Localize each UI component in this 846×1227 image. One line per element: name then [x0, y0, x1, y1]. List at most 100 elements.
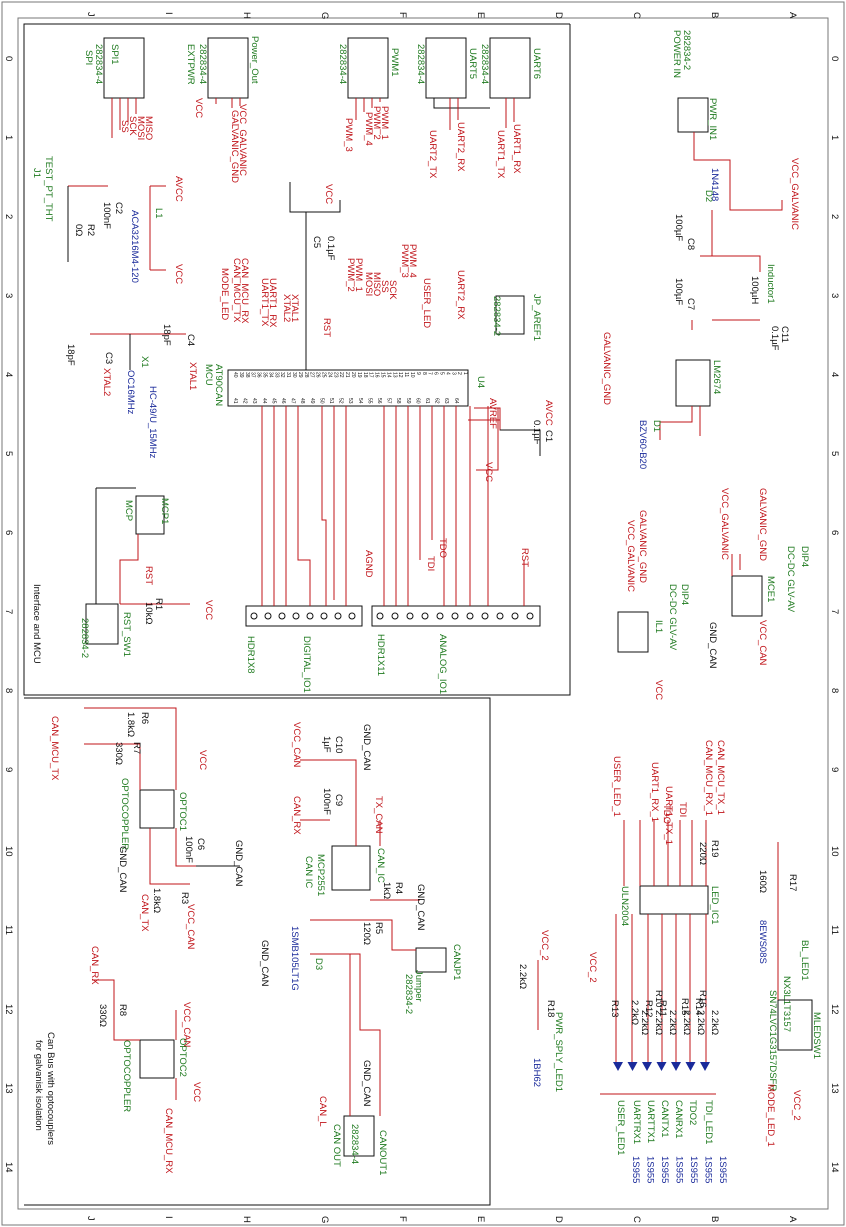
optocoupler-1 [139, 789, 175, 829]
net-label-rsw: RST_SW1 [121, 612, 132, 657]
grid-row-label: 13 [829, 1083, 840, 1094]
mcu-pin-number: 42 [242, 398, 248, 404]
net-label-pin: 282834-2 [681, 30, 692, 70]
net-label-xt1: XTAL1 [187, 362, 198, 390]
net-label-r19v: 220Ω [697, 842, 708, 865]
net-label-dip4: DIP4 [799, 546, 810, 567]
net-label-pwmp: 282834-4 [337, 44, 348, 84]
net-label-canjp: CANJP1 [451, 944, 462, 980]
analog-header [371, 605, 541, 627]
section-caption-mcu: Interface and MCU [31, 584, 42, 664]
grid-col-label: B [709, 1216, 720, 1222]
grid-row-label: 14 [829, 1162, 840, 1173]
net-label-canjpp: 282834-2 [403, 974, 414, 1014]
net-label-d1v: BZV60-B20 [637, 420, 648, 469]
net-label-c10v: 1µF [321, 736, 332, 753]
net-label-ggnd3: GALVANIC_GND [637, 510, 648, 583]
mcu-pin-number: 30 [291, 372, 297, 378]
net-label-vcc8: VCC [191, 1082, 202, 1102]
net-label-r3: R3 [179, 892, 190, 904]
mcu-pin-number: 6 [433, 372, 439, 375]
mcu-pin-number: 2 [456, 372, 462, 375]
net-label-spi1: SPI1 [109, 44, 120, 65]
net-label-vc2b: VCC_2 [587, 952, 598, 983]
grid-row-label: 7 [3, 609, 14, 614]
mcu-pin-number: 46 [280, 398, 286, 404]
net-label-canic: CAN IC [303, 856, 314, 888]
pwm-connector [347, 37, 389, 99]
mcu-pin-number: 21 [344, 372, 350, 378]
net-label-p2: PWM_2 [371, 106, 382, 140]
net-labels: SPI1282834-4SPIMISOMOSISCKSSPower_Out282… [31, 30, 822, 1183]
net-label-pin2: POWER IN [671, 30, 682, 78]
net-label-psv: 1BH62 [531, 1058, 542, 1087]
net-label-jump: Jumper [413, 970, 424, 1002]
mcu-pin-number: 29 [297, 372, 303, 378]
grid-row-label: 7 [829, 609, 840, 614]
grid-row-label: 5 [3, 451, 14, 456]
net-label-r14: R14 [693, 998, 704, 1015]
net-label-c6: C6 [195, 838, 206, 850]
header-pin [306, 612, 314, 620]
net-label-c11: C11 [779, 326, 790, 343]
net-label-c3: C3 [103, 352, 114, 364]
net-label-vc2c: VCC_2 [791, 1090, 802, 1121]
net-label-r2: R2 [85, 224, 96, 236]
mcu-pin-number: 5 [439, 372, 445, 375]
net-label-dip4b: DIP4 [679, 584, 690, 605]
led-part-value: 1S955 [688, 1156, 699, 1183]
led-diode [627, 1062, 638, 1071]
net-label-avcc: AVCC [173, 176, 184, 202]
net-label-opt1: OPTOC1 [177, 792, 188, 831]
net-label-c7: C7 [685, 298, 696, 310]
net-label-vcc6: VCC [653, 680, 664, 700]
net-label-r6v: 1.8kΩ [125, 712, 136, 737]
grid-row-label: 1 [829, 135, 840, 140]
net-label-l1v: ACA3216M4-120 [129, 210, 140, 283]
mcu-pin-number: 9 [415, 372, 421, 375]
led-diode [700, 1062, 710, 1071]
grid-row-label: 14 [3, 1162, 14, 1173]
net-label-led5: CANRX1 [673, 1100, 684, 1139]
net-label-r8v: 330Ω [97, 1004, 108, 1027]
header-pin [264, 612, 272, 620]
grid-row-label: 0 [829, 56, 840, 61]
net-label-u5p: 282834-4 [415, 44, 426, 84]
net-label-gcan4: GND_CAN [361, 724, 372, 771]
net-label-tp: TEST_PT_THT [43, 156, 54, 222]
net-label-cmrx1: CAN_MCU_RX_1 [703, 740, 714, 816]
net-label-ggnd2: GALVANIC_GND [757, 488, 768, 561]
header-pin [334, 612, 342, 620]
header-pin [320, 612, 328, 620]
net-label-ggnd: GALVANIC_GND [601, 332, 612, 405]
net-label-led4: CANTX1 [659, 1100, 670, 1137]
mcu-pin-number: 40 [232, 372, 238, 378]
header-pin [451, 612, 459, 620]
grid-row-label: 13 [3, 1083, 14, 1094]
mcu-pin-number: 10 [409, 372, 415, 378]
led-diode [685, 1062, 696, 1071]
net-label-pw3: PWM_3 [399, 244, 410, 278]
mcu-pin-number: 60 [414, 398, 420, 404]
grid-row-label: 3 [829, 293, 840, 298]
net-label-vcc7: VCC [197, 750, 208, 770]
grid-row-label: 10 [829, 846, 840, 857]
grid-col-label: E [475, 1216, 486, 1222]
net-label-ul: ULN2004 [619, 886, 630, 926]
mcu-pin-number: 39 [238, 372, 244, 378]
header-pin [466, 612, 474, 620]
net-label-gcan6: GND_CAN [259, 940, 270, 987]
net-label-vgal: VCC_GALVANIC [719, 488, 730, 560]
net-label-miso2: MISO [371, 272, 382, 296]
header-pin [511, 612, 519, 620]
mcu-pin-number: 47 [290, 398, 296, 404]
net-label-indv: 100µH [749, 276, 760, 304]
uart6-connector [489, 37, 531, 99]
net-label-canout2: CAN OUT [331, 1124, 342, 1167]
net-label-mled: MODE_LED [219, 268, 230, 320]
grid-col-label: G [319, 12, 330, 19]
net-label-gndg: GALVANIC_GND [229, 110, 240, 183]
header-pin [436, 612, 444, 620]
